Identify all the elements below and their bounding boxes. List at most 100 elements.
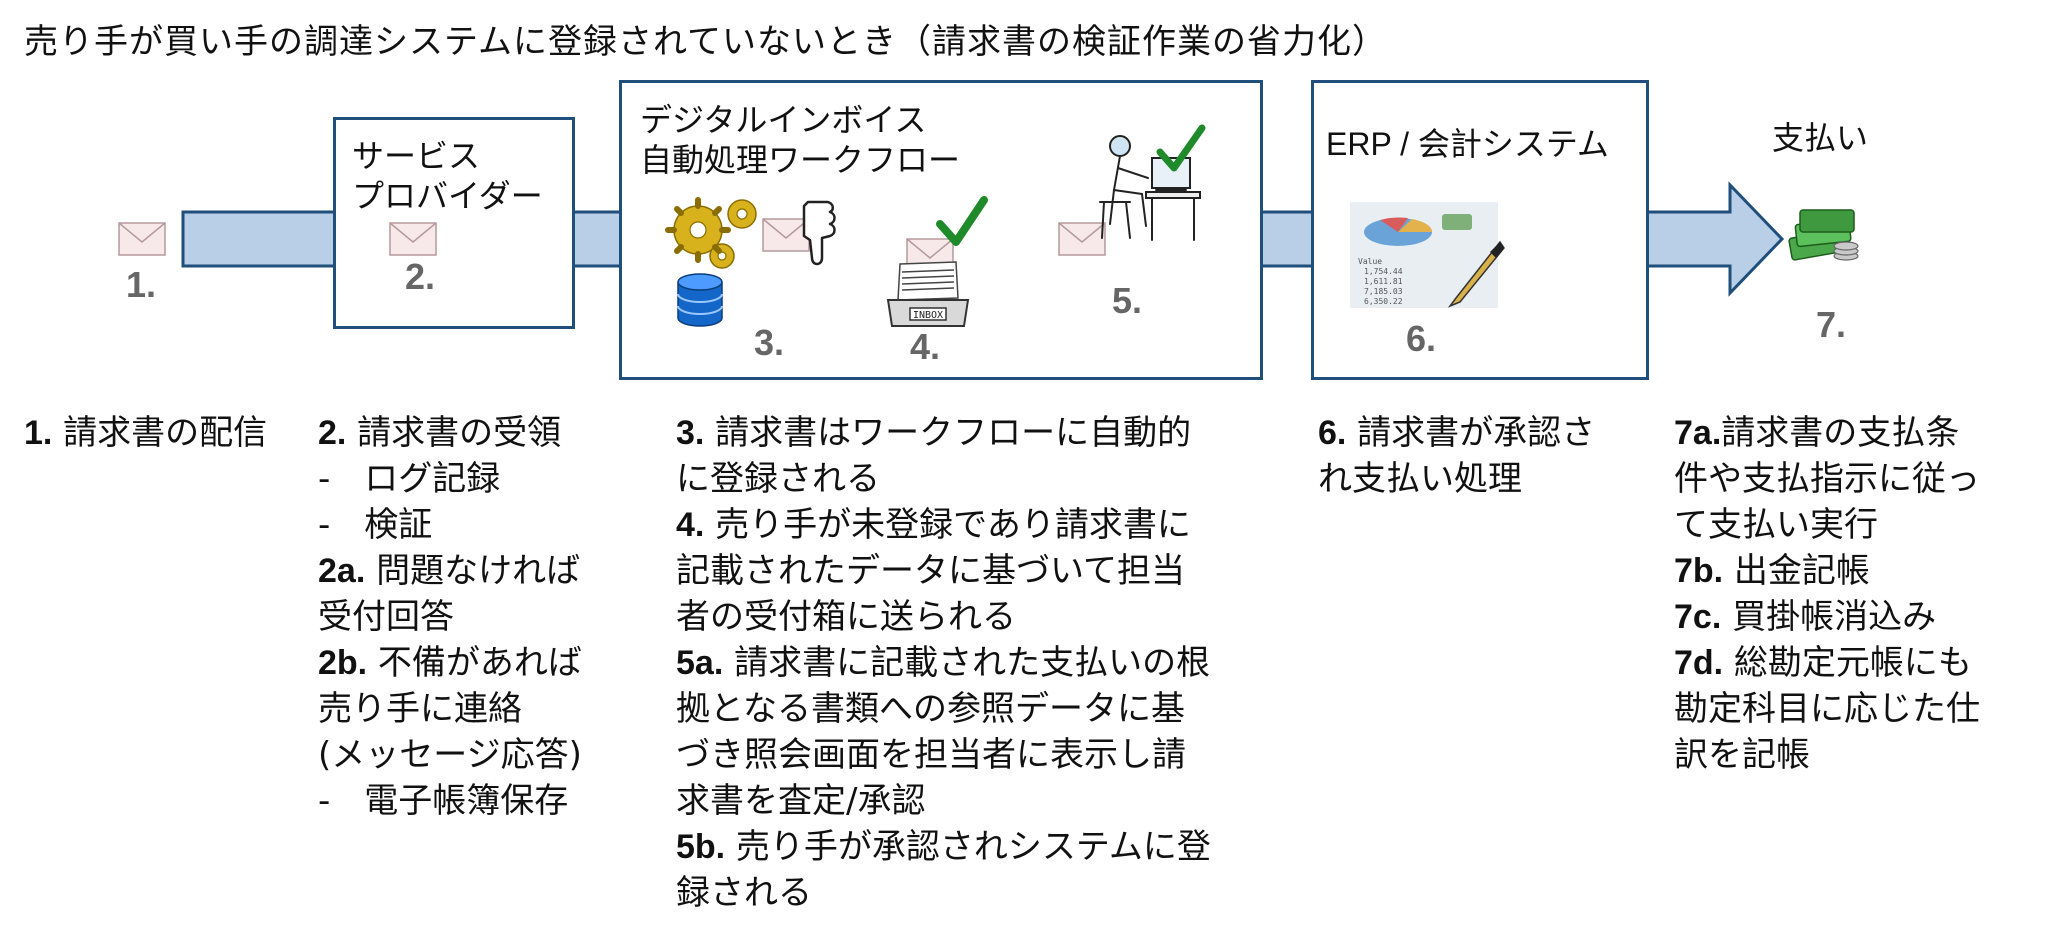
description-line: 拠となる書類への参照データに基 (676, 686, 1211, 732)
description-text: 者の受付箱に送られる (676, 597, 1016, 637)
description-line: 録される (676, 870, 1211, 916)
description-step-id: 1. (24, 414, 53, 452)
description-step-id: 2a. (318, 552, 366, 590)
svg-text:7,185.03: 7,185.03 (1364, 287, 1403, 296)
step-number: 5. (1112, 280, 1143, 321)
svg-text:INBOX: INBOX (913, 310, 943, 321)
description-line: 7c. 買掛帳消込み (1674, 594, 1980, 640)
worker-at-desk-icon (1099, 124, 1206, 241)
description-line: れ支払い処理 (1318, 456, 1595, 502)
money-stack-icon (1788, 209, 1859, 261)
description-step-id: 3. (676, 414, 705, 452)
description-text: 件や支払指示に従っ (1674, 459, 1980, 499)
envelope-icon (118, 222, 166, 256)
description-text: (メッセージ応答) (318, 735, 582, 775)
gears-icon (665, 197, 757, 269)
description-text: 総勘定元帳にも (1723, 643, 1972, 683)
description-step-id: 5b. (676, 828, 726, 866)
workflow-label: デジタルインボイス 自動処理ワークフロー (640, 101, 961, 179)
description-text: づき照会画面を担当者に表示し請 (676, 735, 1186, 775)
description-line: 7d. 総勘定元帳にも (1674, 640, 1980, 686)
svg-text:6,350.22: 6,350.22 (1364, 297, 1403, 306)
description-line: - 検証 (318, 502, 582, 548)
step-number: 1. (126, 264, 157, 305)
thumbs-down-icon (802, 200, 836, 266)
envelope-icon (762, 218, 810, 252)
description-line: 3. 請求書はワークフローに自動的 (676, 410, 1211, 456)
description-text: 受付回答 (318, 597, 454, 637)
description-text: 拠となる書類への参照データに基 (676, 689, 1185, 729)
description-line: 記載されたデータに基づいて担当 (676, 548, 1211, 594)
chart-with-pen-icon: Value 1,754.44 1,611.81 7,185.03 6,350.2… (1350, 202, 1505, 308)
description-line: 勘定科目に応じた仕 (1674, 686, 1980, 732)
description-line: 2b. 不備があれば (318, 640, 582, 686)
envelope-icon (1058, 222, 1106, 256)
description-text: 売り手が未登録であり請求書に (704, 505, 1191, 545)
description-step-id: 7d. (1674, 644, 1724, 682)
svg-text:Value: Value (1358, 257, 1382, 266)
description-line: 5a. 請求書に記載された支払いの根 (676, 640, 1211, 686)
description-text: - ログ記録 (318, 459, 501, 499)
description-text: 請求書の支払条 (1721, 413, 1960, 453)
checkmark-icon (936, 196, 988, 246)
description-text: 請求書の配信 (52, 413, 268, 453)
description-text: に登録される (676, 459, 880, 499)
step-number: 3. (754, 322, 785, 363)
step-number: 6. (1406, 318, 1437, 359)
description-text: 売り手に連絡 (318, 689, 522, 729)
description-text: 出金記帳 (1723, 551, 1870, 591)
description-text: 請求書の受領 (346, 413, 562, 453)
step-1-description: 1. 請求書の配信 (24, 410, 267, 456)
description-line: 2. 請求書の受領 (318, 410, 582, 456)
description-text: 録される (676, 873, 812, 913)
step-number: 7. (1816, 304, 1847, 345)
description-text: 問題なければ (365, 551, 581, 591)
payment-label: 支払い (1772, 119, 1869, 157)
page-title: 売り手が買い手の調達システムに登録されていないとき（請求書の検証作業の省力化） (24, 22, 1387, 62)
description-line: (メッセージ応答) (318, 732, 582, 778)
description-line: 7a.請求書の支払条 (1674, 410, 1980, 456)
description-step-id: 7a. (1674, 414, 1722, 452)
description-step-id: 5a. (676, 644, 724, 682)
description-text: 訳を記帳 (1674, 735, 1810, 775)
description-step-id: 6. (1318, 414, 1347, 452)
service-provider-box (333, 117, 575, 329)
description-step-id: 2b. (318, 644, 368, 682)
description-line: て支払い実行 (1674, 502, 1980, 548)
description-text: れ支払い処理 (1318, 459, 1522, 499)
description-line: - ログ記録 (318, 456, 582, 502)
svg-text:1,611.81: 1,611.81 (1364, 277, 1403, 286)
description-line: 受付回答 (318, 594, 582, 640)
description-text: 請求書に記載された支払いの根 (723, 643, 1211, 683)
description-text: て支払い実行 (1674, 505, 1878, 545)
envelope-icon (389, 222, 437, 256)
description-step-id: 2. (318, 414, 347, 452)
description-text: 買掛帳消込み (1721, 597, 1937, 637)
description-step-id: 7b. (1674, 552, 1724, 590)
step-number: 4. (910, 326, 941, 367)
description-step-id: 7c. (1674, 598, 1722, 636)
description-line: 者の受付箱に送られる (676, 594, 1211, 640)
description-line: 5b. 売り手が承認されシステムに登 (676, 824, 1211, 870)
description-step-id: 4. (676, 506, 705, 544)
description-line: づき照会画面を担当者に表示し請 (676, 732, 1211, 778)
description-line: に登録される (676, 456, 1211, 502)
description-line: 2a. 問題なければ (318, 548, 582, 594)
database-icon (677, 273, 723, 327)
inbox-tray-icon: INBOX (886, 261, 970, 327)
description-line: 売り手に連絡 (318, 686, 582, 732)
step-6-description: 6. 請求書が承認され支払い処理 (1318, 410, 1595, 502)
step-number: 2. (405, 256, 436, 297)
erp-label: ERP / 会計システム (1326, 126, 1609, 162)
service-provider-label: サービス プロバイダー (352, 137, 543, 215)
description-line: 4. 売り手が未登録であり請求書に (676, 502, 1211, 548)
description-text: 請求書はワークフローに自動的 (704, 413, 1192, 453)
description-text: - 電子帳簿保存 (318, 781, 569, 821)
description-text: 求書を査定/承認 (676, 781, 926, 821)
description-line: 7b. 出金記帳 (1674, 548, 1980, 594)
description-text: 記載されたデータに基づいて担当 (676, 551, 1185, 591)
description-line: 求書を査定/承認 (676, 778, 1211, 824)
